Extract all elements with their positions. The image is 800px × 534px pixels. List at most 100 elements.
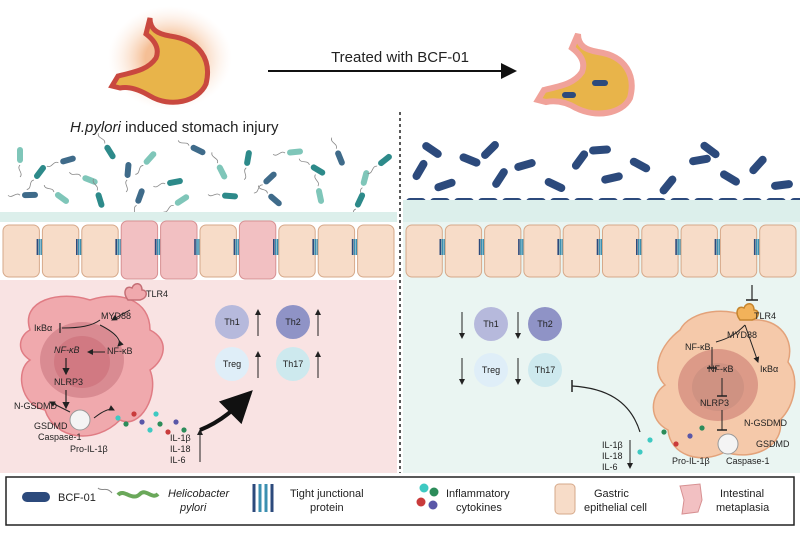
injury-label-italic: H.pylori (70, 119, 122, 136)
cytokine-dot-icon (181, 427, 187, 433)
bcf01-rod-icon (544, 178, 566, 192)
right-epithelium (405, 224, 797, 278)
epithelial-cell (41, 224, 80, 278)
epithelial-cell (602, 224, 640, 278)
bcf01-rod-icon (571, 150, 589, 170)
helicobacter-icon (153, 178, 183, 188)
helicobacter-pylori-cluster (7, 133, 392, 221)
helicobacter-icon (211, 152, 228, 180)
helicobacter-icon (7, 191, 38, 199)
right-caspase1-icon (717, 433, 739, 455)
bcf01-rod-icon (700, 141, 720, 159)
legend-metaplasia-label-2: metaplasia (716, 502, 770, 514)
bcf01-rod-icon (412, 159, 428, 181)
left-nfkb-label-inner: NF-κB (54, 345, 80, 355)
epithelial-cell (484, 224, 522, 278)
right-th17-label: Th17 (535, 365, 556, 375)
legend-gastric-cell-label-2: epithelial cell (584, 502, 647, 514)
cytokine-dot-icon (699, 425, 705, 431)
left-ikba-label: IκBα (34, 323, 52, 333)
cytokine-dot-icon (153, 411, 159, 417)
right-inhibit-curve (571, 385, 641, 433)
right-macrophage (652, 310, 796, 459)
right-proil1b-label: Pro-IL-1β (672, 456, 710, 466)
treated-stomach-icon (533, 32, 635, 117)
left-cytokine-dots (115, 411, 187, 435)
left-caspase1-icon (69, 409, 91, 431)
bcf01-rod-icon (659, 175, 677, 195)
bcf01-rod-icon (771, 180, 793, 190)
helicobacter-icon (253, 171, 277, 194)
epithelial-cell (759, 224, 797, 278)
right-myd88-label: MYD88 (727, 330, 757, 340)
helicobacter-icon (243, 150, 252, 180)
right-caspase1-label: Caspase-1 (726, 456, 770, 466)
bcf01-rod-icon (719, 170, 741, 186)
epithelial-cell (81, 224, 119, 278)
epithelial-cell (680, 224, 718, 278)
right-th2-cell: Th2 (528, 307, 562, 341)
cytokine-dot-icon (173, 419, 179, 425)
helicobacter-icon (92, 178, 105, 208)
cytokine-dot-icon (647, 437, 653, 443)
bcf01-rod-icon (749, 155, 767, 175)
epithelial-cell (641, 224, 679, 278)
right-th1-cell: Th1 (474, 307, 508, 341)
bcf01-rod-icon (481, 141, 499, 159)
left-th2-cell: Th2 (276, 305, 310, 339)
left-th17-label: Th17 (283, 359, 304, 369)
cytokine-dot-icon (673, 441, 679, 447)
helicobacter-icon (314, 174, 325, 204)
right-cytokine-dots (637, 425, 705, 455)
cytokine-dot-icon (123, 421, 129, 427)
left-curved-arrow (199, 390, 253, 432)
helicobacter-icon (46, 155, 76, 167)
metaplasia-cell (120, 220, 159, 280)
right-tlr4-receptor (736, 303, 759, 321)
epithelial-cell (2, 224, 40, 278)
helicobacter-icon (272, 148, 303, 156)
bcf01-rod-icon (689, 154, 711, 166)
bcf01-rod-icon (514, 159, 536, 171)
cytokine-dot-icon (165, 429, 171, 435)
left-th1-label: Th1 (224, 317, 240, 327)
right-treg-cell: Treg (474, 353, 508, 387)
legend-cytokines-icon (416, 483, 439, 510)
left-ngsdmd-label: N-GSDMD (14, 401, 57, 411)
left-th17-cell: Th17 (276, 347, 310, 381)
bcf01-cluster (406, 141, 800, 206)
right-nlrp3-label: NLRP3 (700, 398, 729, 408)
bcf01-rod-icon (492, 168, 508, 188)
metaplasia-cell (160, 220, 198, 280)
legend-tight-junction-icon (248, 484, 278, 512)
helicobacter-icon (135, 151, 157, 175)
left-proil1b-label: Pro-IL-1β (70, 444, 108, 454)
legend-helicobacter-icon (97, 487, 160, 499)
right-th1-label: Th1 (483, 319, 499, 329)
legend-tight-junction-label-1: Tight junctional (290, 488, 364, 500)
legend-gastric-cell-icon (554, 483, 576, 515)
helicobacter-icon (163, 194, 190, 213)
legend-tight-junction-label-2: protein (310, 502, 344, 514)
right-treg-label: Treg (482, 365, 500, 375)
epithelial-cell (444, 224, 483, 278)
helicobacter-icon (43, 184, 70, 204)
right-ngsdmd-label: N-GSDMD (744, 418, 787, 428)
helicobacter-icon (177, 140, 206, 156)
epithelial-cell (719, 224, 758, 278)
epithelial-cell (199, 224, 237, 278)
left-gsdmd-label: GSDMD (34, 421, 68, 431)
injury-label: H.pylori induced stomach injury (70, 119, 279, 136)
legend-box (5, 476, 795, 526)
right-nfkb-label-outer: NF-κB (685, 342, 711, 352)
bcf01-rod-icon (629, 157, 651, 173)
left-th2-label: Th2 (285, 317, 301, 327)
helicobacter-icon (17, 147, 23, 178)
helicobacter-icon (257, 185, 282, 207)
left-nfkb-label-outer: NF-κB (107, 346, 133, 356)
legend-cytokines-label-1: Inflammatory (446, 488, 510, 500)
epithelial-cell (278, 224, 316, 278)
bcf01-rod-icon (589, 145, 611, 155)
cytokine-dot-icon (661, 429, 667, 435)
